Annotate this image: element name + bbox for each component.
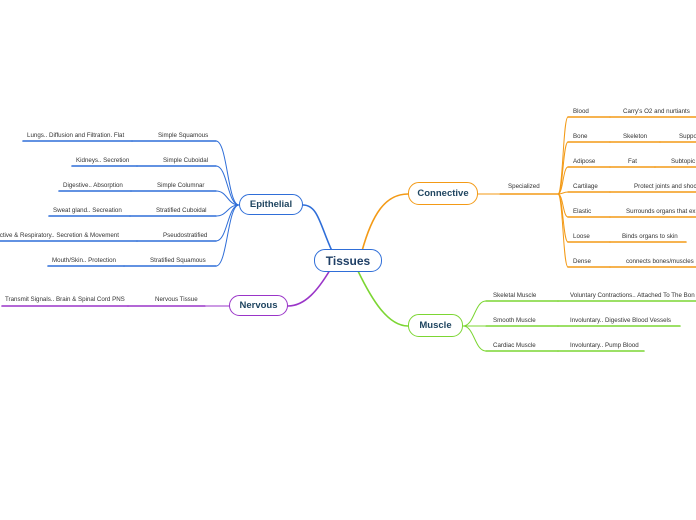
epithelial-type-simple-cuboidal[interactable]: Simple Cuboidal	[163, 157, 209, 164]
muscle-desc-skeletal[interactable]: Voluntary Contractions.. Attached To The…	[570, 292, 695, 299]
muscle-type-smooth[interactable]: Smooth Muscle	[493, 317, 536, 324]
branch-node-connective[interactable]: Connective	[408, 182, 478, 205]
epithelial-desc-stratified-cuboidal[interactable]: Sweat gland.. Secreation	[53, 207, 122, 214]
connective-adipose-subtopic[interactable]: Subtopic	[671, 158, 696, 165]
connective-type-dense[interactable]: Dense	[573, 258, 591, 265]
connective-type-bone[interactable]: Bone	[573, 133, 588, 140]
connective-type-cartilage[interactable]: Cartilage	[573, 183, 598, 190]
connective-group-specialized[interactable]: Specialized	[508, 183, 540, 190]
epithelial-type-simple-squamous[interactable]: Simple Squamous	[158, 132, 209, 139]
branch-node-muscle[interactable]: Muscle	[408, 314, 463, 337]
link-epithelial-5	[215, 204, 240, 267]
connective-adipose-fat[interactable]: Fat	[628, 158, 637, 165]
epithelial-desc-simple-cuboidal[interactable]: Kidneys.. Secretion	[76, 157, 130, 164]
epithelial-type-pseudostratified[interactable]: Pseudostratified	[163, 232, 208, 239]
branch-node-epithelial[interactable]: Epithelial	[239, 194, 303, 215]
link-muscle-2	[462, 325, 487, 352]
epithelial-desc-simple-squamous[interactable]: Lungs.. Diffusion and Filtration. Flat	[27, 132, 125, 139]
epithelial-type-simple-columnar[interactable]: Simple Columnar	[157, 182, 205, 189]
link-connective-1	[557, 141, 569, 195]
connective-type-adipose[interactable]: Adipose	[573, 158, 596, 165]
connective-type-blood[interactable]: Blood	[573, 108, 589, 115]
muscle-desc-cardiac[interactable]: Involuntary.. Pump Blood	[570, 342, 639, 349]
muscle-type-cardiac[interactable]: Cardiac Muscle	[493, 342, 536, 349]
link-root-nervous	[287, 269, 331, 307]
epithelial-type-stratified-squamous[interactable]: Stratified Squamous	[150, 257, 206, 264]
epithelial-desc-pseudostratified[interactable]: Reproductive & Respiratory.. Secretion &…	[0, 232, 119, 239]
nervous-desc-nervous-tissue[interactable]: Transmit Signals.. Brain & Spinal Cord P…	[5, 296, 125, 303]
link-epithelial-2	[215, 190, 240, 206]
connective-bone-support[interactable]: Suppo	[679, 133, 696, 140]
link-connective-6	[557, 193, 569, 268]
connective-loose-desc[interactable]: Binds organs to skin	[622, 233, 678, 240]
epithelial-desc-simple-columnar[interactable]: Digestive.. Absorption	[63, 182, 123, 189]
epithelial-type-stratified-cuboidal[interactable]: Stratified Cuboidal	[156, 207, 207, 214]
connective-type-loose[interactable]: Loose	[573, 233, 590, 240]
link-connective-3	[557, 191, 569, 195]
connective-type-elastic[interactable]: Elastic	[573, 208, 592, 215]
connective-dense-desc[interactable]: connects bones/muscles	[626, 258, 694, 265]
connective-blood-desc[interactable]: Carry's O2 and nurtiants	[623, 108, 690, 115]
link-root-epithelial	[302, 204, 333, 252]
branch-node-nervous[interactable]: Nervous	[229, 295, 288, 316]
link-root-connective	[361, 193, 409, 252]
link-connective-2	[557, 166, 569, 195]
epithelial-desc-stratified-squamous[interactable]: Mouth/Skin.. Protection	[52, 257, 116, 264]
link-epithelial-0	[215, 140, 240, 206]
connective-cartilage-desc[interactable]: Protect joints and shoc	[634, 183, 696, 190]
connective-bone-skeleton[interactable]: Skeleton	[623, 133, 648, 140]
nervous-type-nervous-tissue[interactable]: Nervous Tissue	[155, 296, 198, 303]
root-node-tissues[interactable]: Tissues	[314, 249, 382, 272]
muscle-desc-smooth[interactable]: Involuntary.. Digestive Blood Vessels	[570, 317, 671, 324]
link-epithelial-1	[215, 165, 240, 206]
muscle-type-skeletal[interactable]: Skeletal Muscle	[493, 292, 537, 299]
link-root-muscle	[357, 270, 409, 327]
link-muscle-0	[462, 300, 487, 327]
connective-elastic-desc[interactable]: Surrounds organs that ex	[626, 208, 696, 215]
